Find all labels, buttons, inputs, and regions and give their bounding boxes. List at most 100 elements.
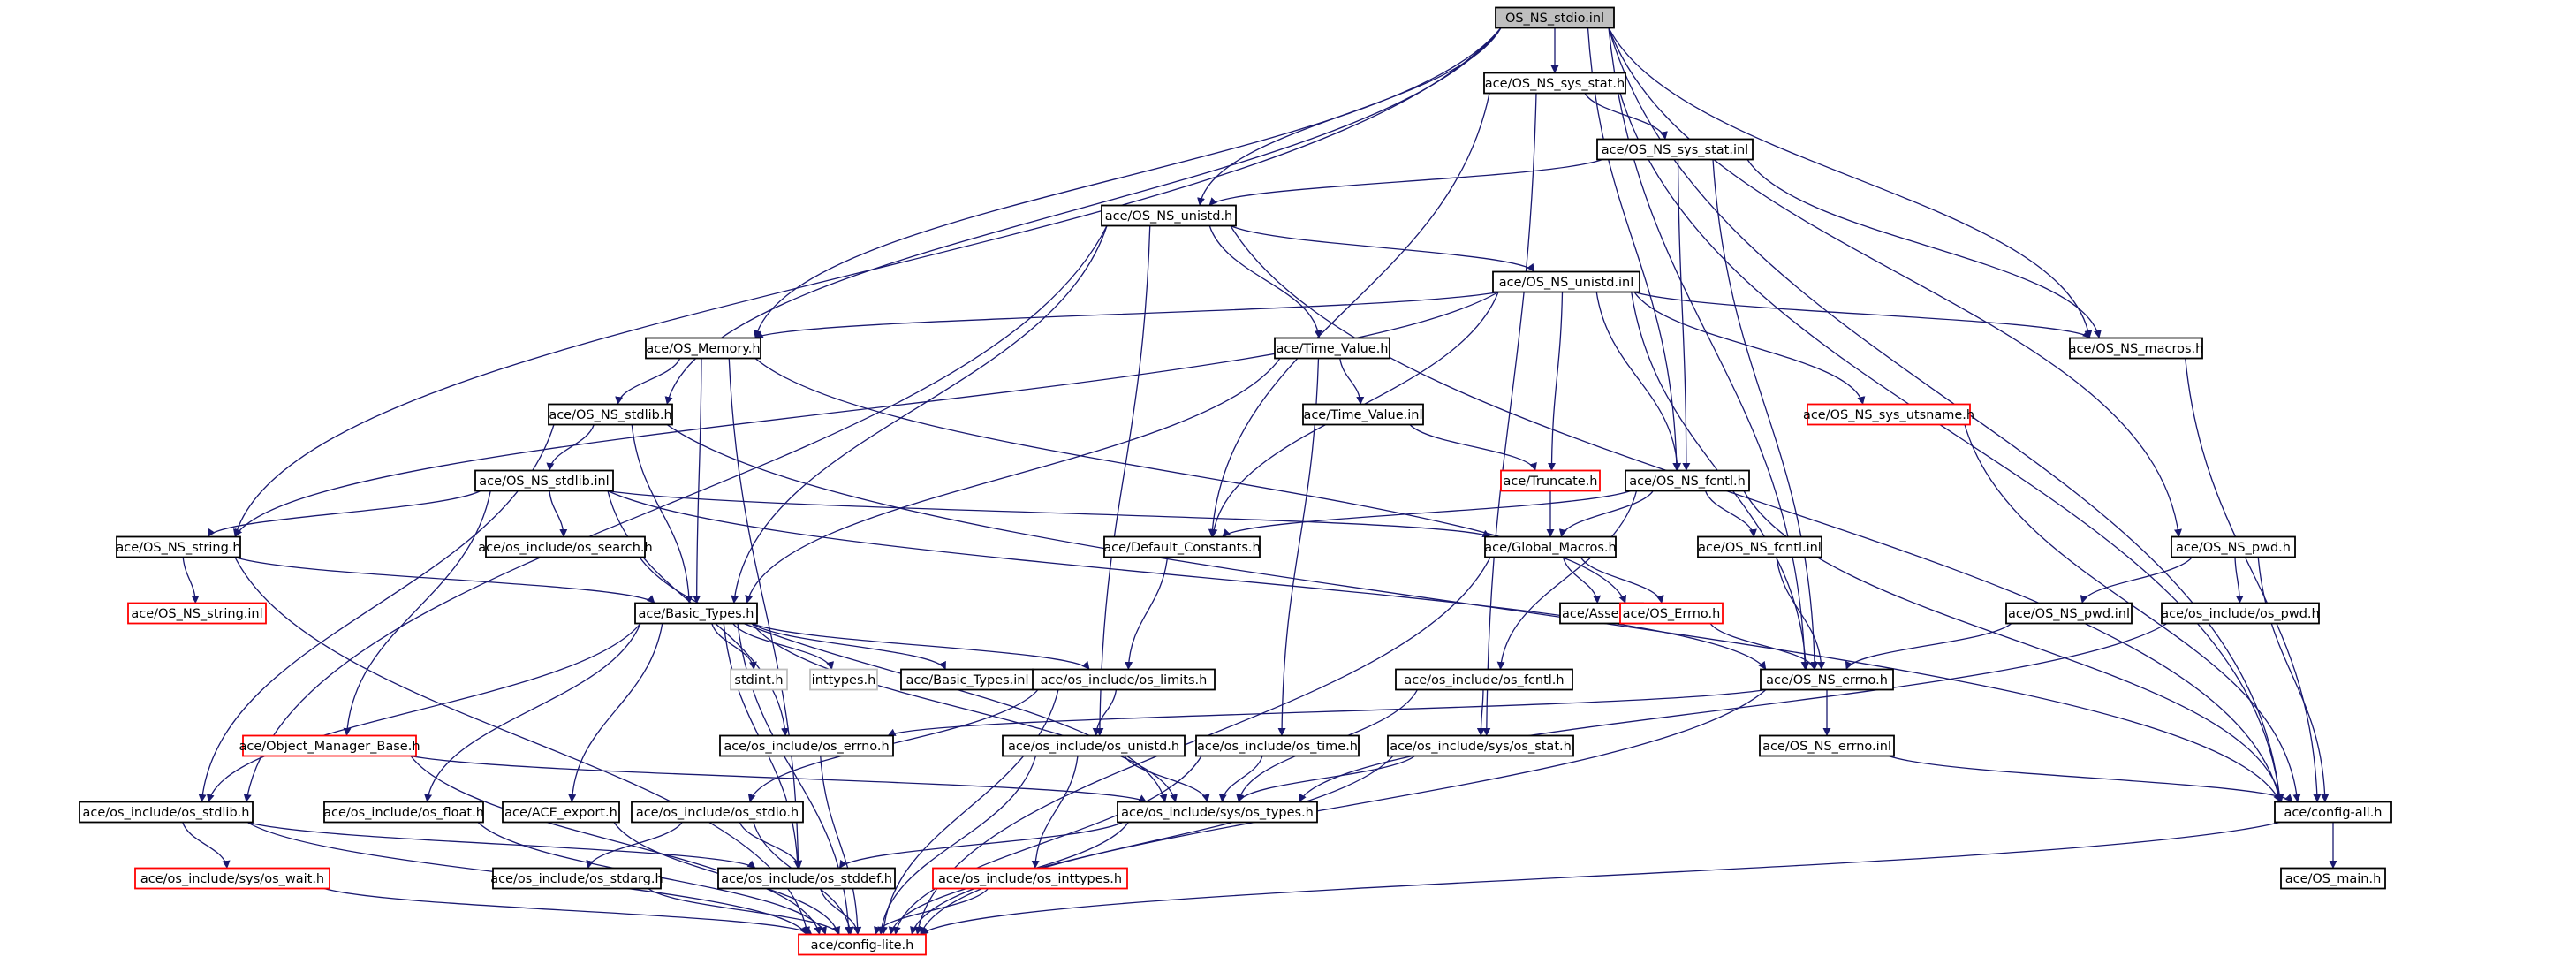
node-os-pwd-h[interactable]: ace/os_include/os_pwd.h bbox=[2161, 602, 2320, 625]
node-label: ace/OS_NS_fcntl.h bbox=[1629, 475, 1746, 489]
edge-os-unistd-h-to-os-sys-types-h bbox=[1124, 756, 1210, 802]
node-pwd-inl[interactable]: ace/OS_NS_pwd.inl bbox=[2005, 602, 2133, 625]
node-global-macros-h[interactable]: ace/Global_Macros.h bbox=[1484, 535, 1617, 558]
node-errno-h-ace[interactable]: ace/OS_Errno.h bbox=[1619, 602, 1724, 625]
node-inttypes-h[interactable]: inttypes.h bbox=[809, 668, 878, 691]
node-time-value-inl[interactable]: ace/Time_Value.inl bbox=[1302, 403, 1424, 426]
node-basic-types-inl[interactable]: ace/Basic_Types.inl bbox=[900, 668, 1034, 691]
node-utsname-h[interactable]: ace/OS_NS_sys_utsname.h bbox=[1803, 403, 1974, 426]
node-fcntl-h[interactable]: ace/OS_NS_fcntl.h bbox=[1625, 469, 1750, 492]
node-os-float-h[interactable]: ace/os_include/os_float.h bbox=[323, 801, 484, 824]
node-os-sys-stat-h[interactable]: ace/os_include/sys/os_stat.h bbox=[1387, 734, 1574, 757]
node-config-lite-h[interactable]: ace/config-lite.h bbox=[798, 933, 927, 956]
node-box bbox=[1484, 535, 1617, 558]
node-config-all-h[interactable]: ace/config-all.h bbox=[2274, 801, 2392, 824]
node-stdint-h[interactable]: stdint.h bbox=[730, 668, 788, 691]
edge-time-value-h-to-time-value-inl bbox=[1339, 358, 1365, 405]
node-box bbox=[1103, 535, 1261, 558]
node-sys-stat-inl[interactable]: ace/OS_NS_sys_stat.inl bbox=[1596, 138, 1754, 161]
node-label: ace/os_include/os_inttypes.h bbox=[938, 872, 1122, 886]
edge-string-h-to-basic-types-h bbox=[234, 556, 655, 604]
node-pwd-h[interactable]: ace/OS_NS_pwd.h bbox=[2171, 535, 2296, 558]
node-os-limits-h[interactable]: ace/os_include/os_limits.h bbox=[1032, 668, 1216, 691]
edge-basic-types-h-to-basic-types-inl bbox=[751, 622, 947, 670]
node-label: ace/os_include/os_limits.h bbox=[1041, 673, 1208, 687]
node-object-manager-base-h[interactable]: ace/Object_Manager_Base.h bbox=[239, 734, 420, 757]
node-box bbox=[932, 867, 1128, 890]
node-ns-errno-inl[interactable]: ace/OS_NS_errno.inl bbox=[1759, 734, 1895, 757]
node-box bbox=[2069, 337, 2203, 360]
node-unistd-h[interactable]: ace/OS_NS_unistd.h bbox=[1101, 204, 1237, 227]
node-box bbox=[1500, 469, 1601, 492]
edge-ns-errno-h-to-os-errno-h bbox=[887, 688, 1767, 737]
node-os-unistd-h[interactable]: ace/os_include/os_unistd.h bbox=[1002, 734, 1186, 757]
node-label: ace/OS_NS_errno.inl bbox=[1762, 740, 1891, 754]
edge-os-float-h-to-config-lite-h bbox=[477, 822, 827, 935]
edge-sys-stat-h-to-sys-stat-inl bbox=[1584, 93, 1668, 140]
node-box bbox=[1117, 801, 1318, 824]
node-label: ace/OS_NS_sys_stat.h bbox=[1485, 77, 1625, 91]
node-box bbox=[1759, 734, 1895, 757]
edge-object-manager-base-h-to-os-sys-types-h bbox=[410, 755, 1147, 803]
node-box bbox=[323, 801, 484, 824]
node-label: ace/OS_NS_string.h bbox=[116, 541, 240, 555]
node-box bbox=[1807, 403, 1971, 426]
node-box bbox=[1619, 602, 1724, 625]
edge-unistd-h-to-unistd-inl bbox=[1230, 224, 1535, 272]
node-memory-h[interactable]: ace/OS_Memory.h bbox=[645, 337, 761, 360]
node-label: ace/OS_Errno.h bbox=[1623, 607, 1721, 621]
node-ns-errno-h[interactable]: ace/OS_NS_errno.h bbox=[1760, 668, 1894, 691]
edge-fcntl-h-to-os-fcntl-h bbox=[1496, 490, 1638, 670]
node-stdlib-inl[interactable]: ace/OS_NS_stdlib.inl bbox=[474, 469, 614, 492]
node-os-stdarg-h[interactable]: ace/os_include/os_stdarg.h bbox=[490, 867, 663, 890]
node-label: ace/os_include/sys/os_wait.h bbox=[140, 872, 324, 886]
node-os-fcntl-h[interactable]: ace/os_include/os_fcntl.h bbox=[1395, 668, 1573, 691]
node-os-search-h[interactable]: ace/os_include/os_search.h bbox=[478, 535, 653, 558]
node-os-errno-h[interactable]: ace/os_include/os_errno.h bbox=[719, 734, 894, 757]
node-box bbox=[116, 535, 241, 558]
edge-os-stdlib-h-to-os-sys-wait-h bbox=[182, 822, 231, 869]
node-box bbox=[2161, 602, 2320, 625]
node-label: ace/config-all.h bbox=[2284, 806, 2382, 820]
edge-os-unistd-h-to-os-inttypes-h bbox=[1031, 756, 1079, 869]
node-macros-h[interactable]: ace/OS_NS_macros.h bbox=[2069, 337, 2204, 360]
node-os-sys-wait-h[interactable]: ace/os_include/sys/os_wait.h bbox=[134, 867, 330, 890]
node-label: ace/os_include/os_stdlib.h bbox=[83, 806, 250, 820]
node-time-value-h[interactable]: ace/Time_Value.h bbox=[1274, 337, 1390, 360]
node-os-inttypes-h[interactable]: ace/os_include/os_inttypes.h bbox=[932, 867, 1128, 890]
edge-ns-errno-inl-to-config-all-h bbox=[1888, 755, 2293, 802]
node-os-time-h[interactable]: ace/os_include/os_time.h bbox=[1195, 734, 1360, 757]
node-os-stdlib-h[interactable]: ace/os_include/os_stdlib.h bbox=[79, 801, 254, 824]
node-unistd-inl[interactable]: ace/OS_NS_unistd.inl bbox=[1492, 270, 1640, 293]
edge-utsname-h-to-config-all-h bbox=[1964, 424, 2301, 802]
node-label: OS_NS_stdio.inl bbox=[1505, 11, 1604, 26]
node-string-inl[interactable]: ace/OS_NS_string.inl bbox=[127, 602, 267, 625]
node-box bbox=[717, 867, 896, 890]
edge-unistd-h-to-config-all-h bbox=[1230, 225, 2283, 802]
node-label: ace/Truncate.h bbox=[1504, 475, 1598, 489]
node-box bbox=[1697, 535, 1822, 558]
node-label: ace/OS_Memory.h bbox=[646, 342, 760, 356]
node-os-stdio-h[interactable]: ace/os_include/os_stdio.h bbox=[631, 801, 804, 824]
node-ace-export-h[interactable]: ace/ACE_export.h bbox=[502, 801, 620, 824]
node-box bbox=[474, 469, 614, 492]
edge-root-to-pwd-h bbox=[1608, 27, 2182, 537]
edge-pwd-h-to-config-all-h bbox=[2257, 557, 2330, 802]
edge-config-all-h-to-config-lite-h bbox=[920, 821, 2281, 936]
node-string-h[interactable]: ace/OS_NS_string.h bbox=[116, 535, 241, 558]
node-box bbox=[1101, 204, 1237, 227]
edge-time-value-h-to-basic-types-h bbox=[745, 358, 1281, 604]
node-basic-types-h[interactable]: ace/Basic_Types.h bbox=[634, 602, 758, 625]
node-root: OS_NS_stdio.inl bbox=[1495, 6, 1615, 29]
node-fcntl-inl[interactable]: ace/OS_NS_fcntl.inl bbox=[1697, 535, 1822, 558]
node-os-main-h[interactable]: ace/OS_main.h bbox=[2280, 867, 2386, 890]
node-os-stddef-h[interactable]: ace/os_include/os_stddef.h bbox=[717, 867, 896, 890]
node-default-constants-h[interactable]: ace/Default_Constants.h bbox=[1103, 535, 1261, 558]
node-truncate-h[interactable]: ace/Truncate.h bbox=[1500, 469, 1601, 492]
node-os-sys-types-h[interactable]: ace/os_include/sys/os_types.h bbox=[1117, 801, 1318, 824]
node-label: ace/os_include/os_pwd.h bbox=[2161, 607, 2320, 621]
node-box bbox=[1395, 668, 1573, 691]
node-sys-stat-h[interactable]: ace/OS_NS_sys_stat.h bbox=[1483, 72, 1626, 95]
edge-memory-h-to-errno-h-ace bbox=[754, 358, 1626, 604]
node-stdlib-h[interactable]: ace/OS_NS_stdlib.h bbox=[548, 403, 673, 426]
